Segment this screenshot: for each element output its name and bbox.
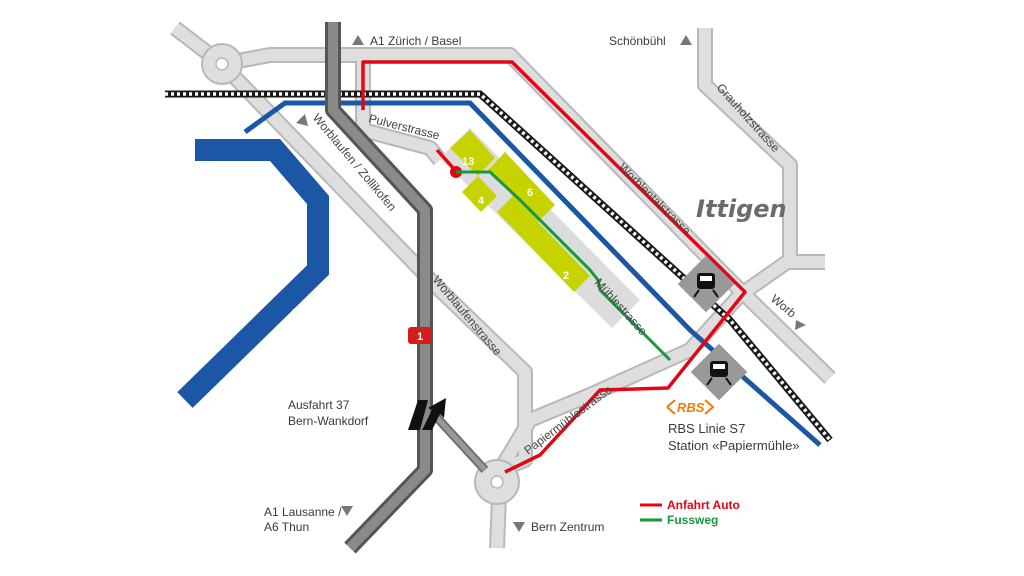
- river-aare: [177, 139, 329, 408]
- label-a1-lausanne-1: A1 Lausanne /: [264, 505, 342, 519]
- rbs-logo: RBS: [666, 399, 715, 415]
- building-label: 2: [563, 270, 569, 282]
- building-13: [450, 130, 495, 176]
- label-worblaufenstrasse: Worblaufenstrasse: [430, 273, 505, 359]
- building-label: 13: [462, 156, 474, 168]
- label-bern-zentrum: Bern Zentrum: [531, 520, 604, 534]
- direction-arrows: [296, 35, 806, 532]
- highway-shield: 1: [408, 327, 432, 344]
- label-grauholzstrasse: Grauholzstrasse: [714, 81, 783, 156]
- walk-route: [456, 170, 672, 362]
- motorway-exit-icon: [408, 398, 446, 430]
- building-4: [462, 176, 497, 212]
- car-route: [361, 60, 747, 474]
- building-label: 4: [478, 195, 485, 207]
- building-6: [488, 152, 555, 222]
- label-ausfahrt-2: Bern-Wankdorf: [288, 414, 369, 428]
- label-rbs-station: Station «Papiermühle»: [668, 438, 800, 453]
- label-a1-zurich: A1 Zürich / Basel: [370, 34, 461, 48]
- highway-a1: [325, 22, 433, 554]
- train-icon: [690, 343, 748, 401]
- svg-text:RBS: RBS: [677, 400, 705, 415]
- label-rbs-line: RBS Linie S7: [668, 421, 745, 436]
- svg-text:1: 1: [417, 331, 423, 343]
- legend: Anfahrt Auto Fussweg: [640, 498, 740, 527]
- label-schoenbuehl: Schönbühl: [609, 34, 666, 48]
- label-a1-lausanne-2: A6 Thun: [264, 520, 309, 534]
- label-ittigen: Ittigen: [696, 195, 787, 223]
- legend-car: Anfahrt Auto: [667, 498, 740, 512]
- buildings: 13 4 6 2: [450, 130, 590, 292]
- roundabout-icon: [201, 43, 243, 85]
- building-2: [497, 196, 590, 292]
- label-ausfahrt-1: Ausfahrt 37: [288, 398, 350, 412]
- legend-walk: Fussweg: [667, 513, 718, 527]
- building-label: 6: [527, 187, 533, 199]
